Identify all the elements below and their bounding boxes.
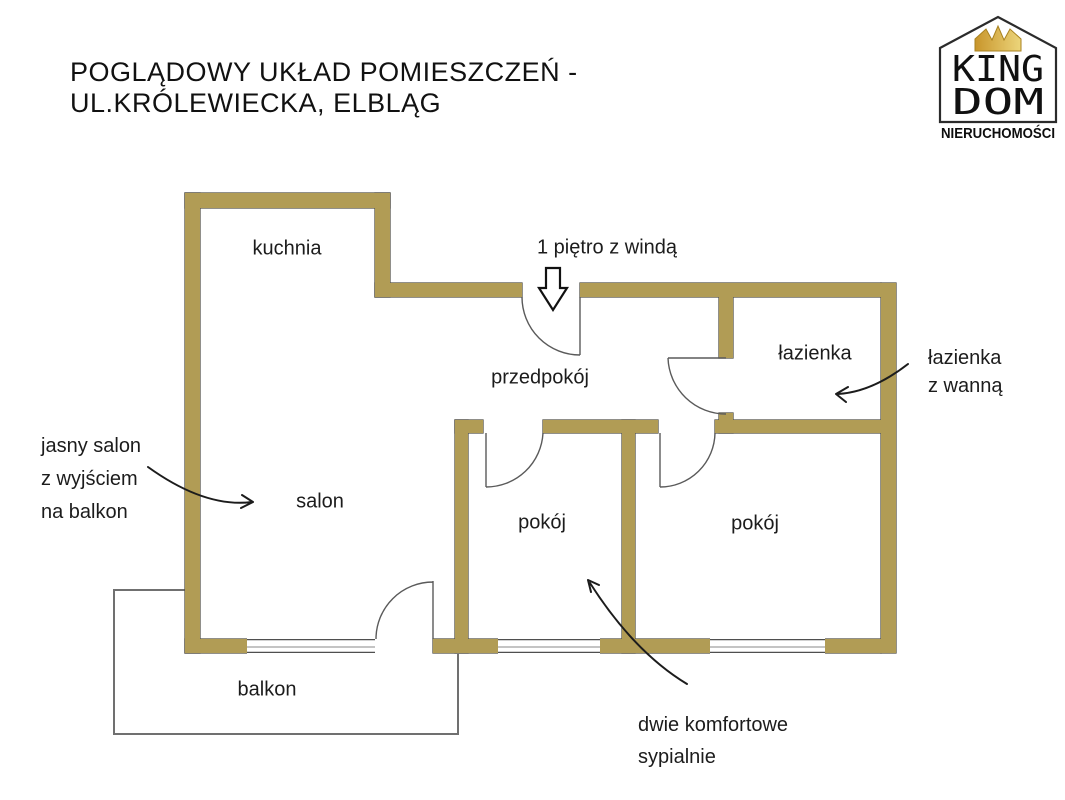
salon-arrow [147, 466, 254, 509]
logo-text-dom: DOM [952, 82, 1044, 123]
entrance-down-arrow-icon [536, 266, 570, 313]
annotation-bedrooms-line2: sypialnie [638, 746, 716, 768]
room-label-przedpokoj: przedpokój [491, 366, 589, 389]
room-label-lazienka: łazienka [778, 342, 852, 365]
balcony-outline [113, 589, 459, 735]
annotation-arrows [147, 363, 909, 685]
page-title: POGLĄDOWY UKŁAD POMIESZCZEŃ - UL.KRÓLEWI… [70, 57, 578, 119]
walls-fill [185, 193, 896, 653]
annotation-salon-line1: jasny salon [41, 435, 142, 457]
door-entrance [521, 296, 581, 356]
logo-text-king: KING [952, 49, 1044, 90]
doors [375, 296, 727, 640]
kingdom-logo: KING DOM NIERUCHOMOŚCI [938, 15, 1058, 142]
bedrooms-arrow [587, 579, 688, 685]
annotation-bathroom-line2: z wanną [928, 375, 1003, 397]
annotation-bathroom: łazienka z wanną [928, 344, 1003, 400]
room-label-kuchnia: kuchnia [252, 237, 322, 260]
room-label-pokoj-left: pokój [518, 511, 566, 534]
page-title-line1: POGLĄDOWY UKŁAD POMIESZCZEŃ - [70, 57, 578, 87]
door-room-left [485, 432, 544, 488]
annotation-bathroom-line1: łazienka [928, 347, 1002, 369]
room-label-salon: salon [296, 490, 344, 513]
bathroom-arrow [835, 363, 909, 403]
room-label-pokoj-right: pokój [731, 512, 779, 535]
page-title-line2: UL.KRÓLEWIECKA, ELBLĄG [70, 88, 442, 118]
annotation-salon-line3: na balkon [41, 501, 128, 523]
door-bathroom [667, 357, 727, 415]
annotation-entrance: 1 piętro z windą [536, 236, 678, 259]
house-icon [938, 15, 1058, 124]
window-room-left [498, 638, 600, 654]
annotation-bedrooms-line1: dwie komfortowe [638, 714, 789, 736]
annotation-bedrooms: dwie komfortowe sypialnie [638, 709, 788, 773]
window-room-right [710, 638, 825, 654]
annotation-salon: jasny salon z wyjściem na balkon [41, 430, 141, 529]
door-balcony [375, 581, 434, 640]
logo-tagline: NIERUCHOMOŚCI [941, 124, 1055, 142]
annotation-salon-line2: z wyjściem [41, 468, 138, 490]
window-salon [247, 638, 375, 654]
room-label-balkon: balkon [237, 678, 297, 701]
crown-icon [974, 24, 1022, 52]
door-room-right [659, 432, 716, 488]
